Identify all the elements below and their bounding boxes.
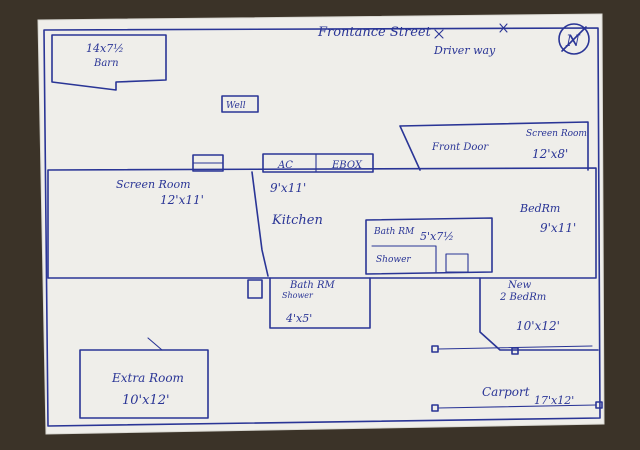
north-circle bbox=[558, 23, 590, 55]
new-bedroom-walls bbox=[479, 277, 599, 351]
screen-room-right-label: Screen Room bbox=[526, 129, 587, 139]
utility-strip bbox=[262, 153, 374, 173]
screen-room-left-size: 12'x11' bbox=[160, 193, 204, 207]
lower-bath-room bbox=[269, 277, 371, 329]
kitchen-size: 9'x11' bbox=[270, 181, 306, 195]
screen-room-right-size: 12'x8' bbox=[532, 147, 568, 161]
bedroom-size: 9'x11' bbox=[540, 221, 576, 235]
well-box bbox=[221, 95, 259, 113]
kitchen-label: Kitchen bbox=[271, 213, 323, 228]
extra-room-door bbox=[147, 337, 163, 351]
kitchen-wall bbox=[251, 171, 269, 277]
barn-size: 14x7½ bbox=[86, 42, 124, 55]
ebox-label: EBOX bbox=[331, 160, 363, 171]
bath-lower-label: Bath RM bbox=[289, 280, 335, 291]
new-label: New bbox=[507, 280, 532, 291]
bath-upper-size: 5'x7½ bbox=[420, 230, 454, 243]
carport-lines bbox=[437, 345, 597, 409]
carport-label: Carport bbox=[482, 385, 530, 399]
barn-outline bbox=[51, 34, 167, 91]
main-house bbox=[47, 167, 597, 279]
barn-name: Barn bbox=[93, 58, 119, 69]
driveway-mark-left bbox=[434, 29, 444, 39]
upper-shower-walls bbox=[371, 245, 437, 273]
bath-upper-label: Bath RM bbox=[373, 227, 415, 237]
extra-room-size: 10'x12' bbox=[122, 393, 170, 408]
bedroom-label: BedRm bbox=[519, 202, 560, 215]
bath-lower-size: 4'x5' bbox=[285, 312, 312, 325]
north-symbol: N bbox=[565, 31, 581, 50]
new-bedroom-size: 10'x12' bbox=[516, 319, 560, 333]
shower-upper-label: Shower bbox=[376, 255, 411, 265]
driveway-label: Driver way bbox=[433, 44, 496, 57]
new-bedroom-label: 2 BedRm bbox=[499, 292, 546, 303]
property-boundary bbox=[43, 27, 601, 427]
toilet bbox=[445, 253, 469, 273]
front-screen-room bbox=[399, 121, 589, 171]
driveway-mark-right bbox=[499, 23, 508, 33]
paper-sheet bbox=[38, 14, 604, 434]
street-label: Frontance Street bbox=[317, 25, 432, 40]
screen-room-left-label: Screen Room bbox=[116, 178, 191, 191]
front-door-label: Front Door bbox=[431, 142, 489, 153]
carport-size: 17'x12' bbox=[534, 394, 574, 407]
north-arrow bbox=[561, 26, 587, 52]
back-steps bbox=[247, 279, 263, 299]
upper-bath-room bbox=[365, 217, 493, 275]
extra-room-label: Extra Room bbox=[111, 371, 184, 385]
shower-lower-label: Shower bbox=[282, 291, 314, 300]
extra-room bbox=[79, 349, 209, 419]
paper-edge bbox=[37, 13, 605, 435]
ac-label: AC bbox=[277, 160, 293, 171]
well-label: Well bbox=[226, 101, 246, 111]
